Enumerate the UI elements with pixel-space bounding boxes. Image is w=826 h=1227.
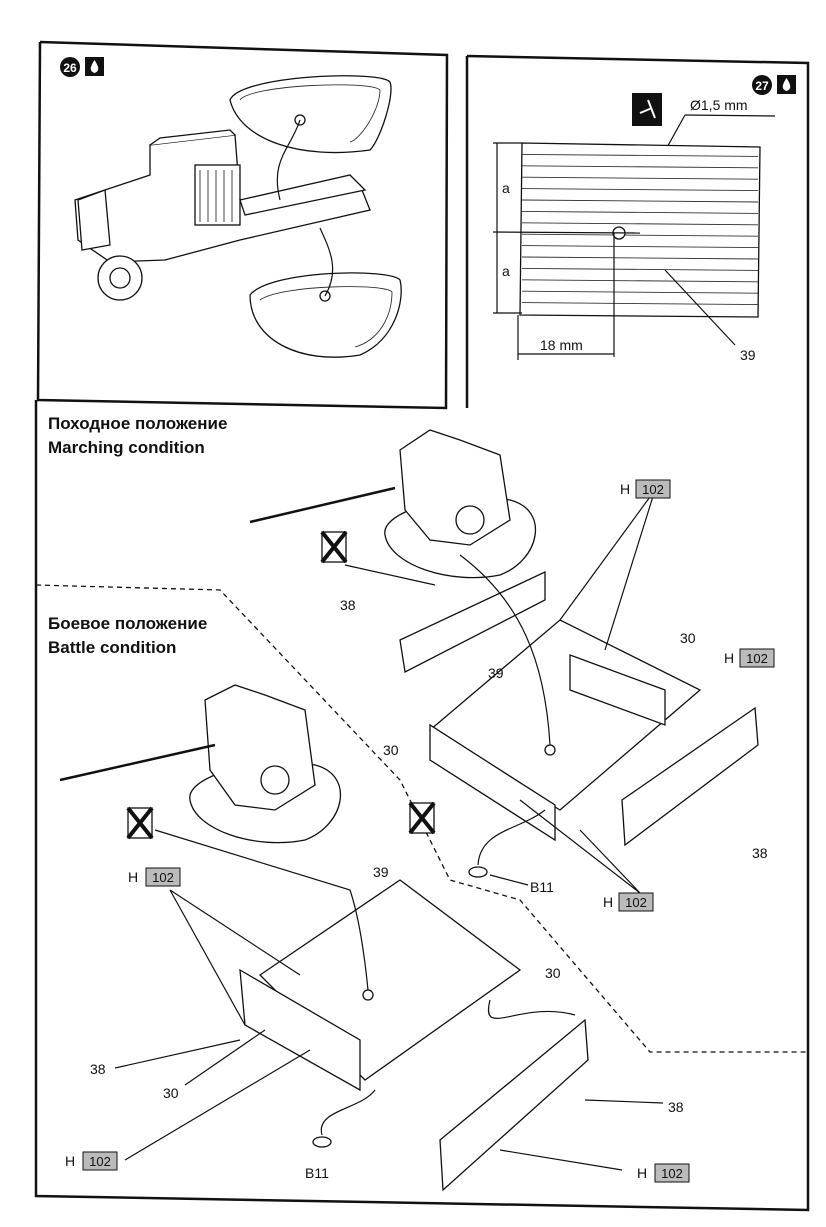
svg-text:H: H (603, 894, 613, 910)
aa-gun-drawing-marching (249, 429, 537, 579)
part-number-30: 30 (545, 965, 561, 981)
truck-bed-battle (114, 829, 664, 1192)
frames (34, 40, 810, 1212)
plank-line (521, 199, 759, 203)
truck-bed-marching (344, 489, 759, 894)
plank-line (521, 302, 759, 306)
divider-dashed-line (35, 584, 808, 1053)
svg-text:H: H (620, 481, 630, 497)
svg-text:102: 102 (152, 870, 174, 885)
marching-condition-section: Походное положение Marching condition 38 (48, 414, 775, 912)
svg-text:102: 102 (746, 651, 768, 666)
plank-line (521, 176, 759, 180)
paint-callout-h102: H 102 (620, 479, 671, 499)
step-number: 27 (755, 79, 769, 93)
part-number-39: 39 (373, 864, 389, 880)
svg-text:102: 102 (642, 482, 664, 497)
plank-line (521, 290, 759, 294)
step-number-badge (60, 57, 80, 77)
battle-condition-section: Боевое положение Battle condition 39 (48, 614, 690, 1192)
svg-text:H: H (637, 1165, 647, 1181)
part-number-b11: B11 (305, 1165, 329, 1181)
floor-part-39-drawing (492, 142, 761, 360)
part-number-30: 30 (163, 1085, 179, 1101)
track-bottom-drawing (249, 227, 402, 358)
aa-gun-drawing-battle (59, 684, 342, 844)
plank-line (521, 256, 759, 260)
svg-text:H: H (65, 1153, 75, 1169)
part-number-30: 30 (680, 630, 696, 646)
part-number-38: 38 (668, 1099, 684, 1115)
paint-callout-h102: H 102 (65, 1151, 118, 1171)
plank-line (521, 222, 759, 226)
battle-title-en: Battle condition (48, 638, 176, 657)
marching-title-ru: Походное положение (48, 414, 227, 433)
part-number-39: 39 (488, 665, 504, 681)
truck-chassis-drawing (74, 129, 371, 301)
plank-line (521, 210, 759, 214)
plank-line (521, 279, 759, 283)
svg-text:102: 102 (89, 1154, 111, 1169)
paint-callout-h102: H 102 (637, 1163, 690, 1183)
svg-text:H: H (724, 650, 734, 666)
paint-callout-h102: H 102 (128, 867, 181, 887)
dimension-a-bottom: a (502, 263, 510, 279)
hole-diameter-label: Ø1,5 mm (690, 97, 748, 113)
svg-text:102: 102 (661, 1166, 683, 1181)
part-number-30: 30 (383, 742, 399, 758)
step-number: 26 (63, 61, 77, 75)
plank-line (521, 233, 759, 237)
marching-title-en: Marching condition (48, 438, 205, 457)
svg-text:102: 102 (625, 895, 647, 910)
track-top-drawing (229, 75, 392, 201)
plank-line (521, 245, 759, 249)
step-number-badge (752, 75, 772, 95)
plank-line (521, 188, 759, 192)
plank-line (521, 153, 759, 157)
part-number-b11: B11 (530, 879, 554, 895)
plank-line (521, 267, 759, 271)
step-27: 27 Ø1,5 mm a a 18 mm 39 (492, 75, 796, 363)
plank-line (521, 165, 759, 169)
battle-title-ru: Боевое положение (48, 614, 207, 633)
part-number-38: 38 (340, 597, 356, 613)
dimension-a-top: a (502, 180, 510, 196)
part-number-38: 38 (90, 1061, 106, 1077)
paint-callout-h102: H 102 (603, 892, 654, 912)
offset-dimension-label: 18 mm (540, 337, 583, 353)
part-number-39: 39 (740, 347, 756, 363)
step-26: 26 (60, 57, 402, 358)
part-number-38: 38 (752, 845, 768, 861)
paint-callout-h102: H 102 (724, 648, 775, 668)
svg-text:H: H (128, 869, 138, 885)
